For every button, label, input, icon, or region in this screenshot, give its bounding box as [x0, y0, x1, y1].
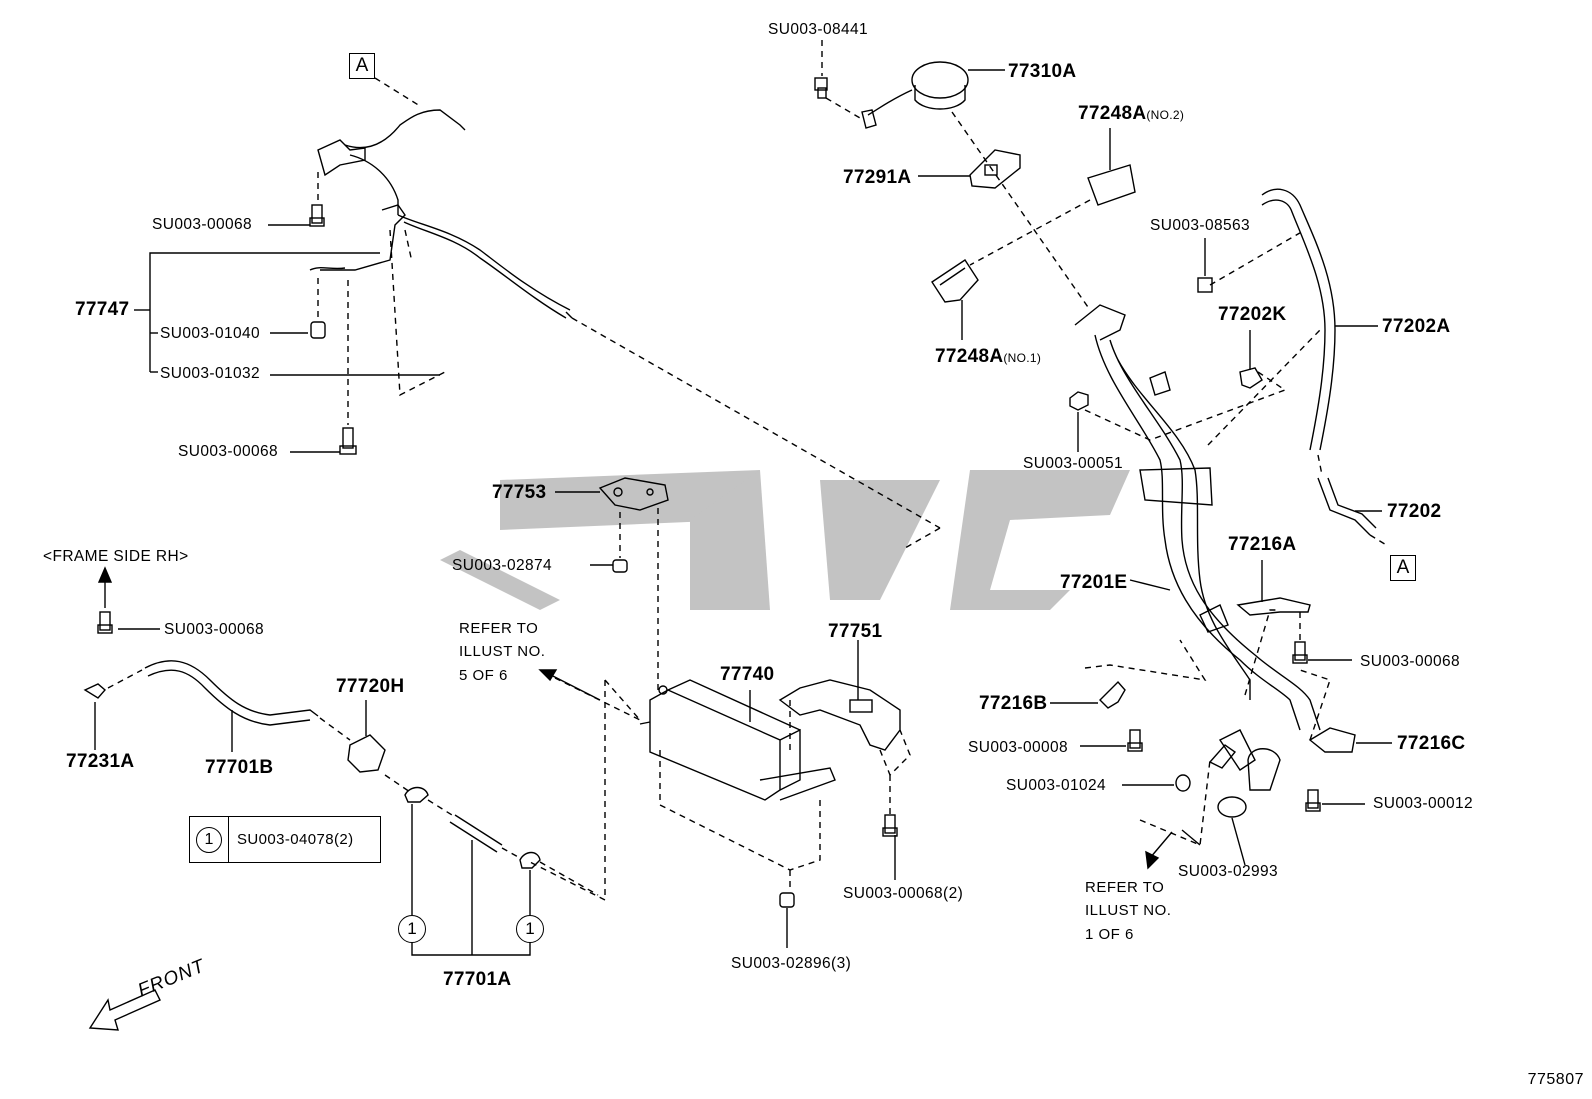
- connector-77231A: [83, 683, 106, 699]
- fastener-label: SU003-00068: [164, 621, 265, 638]
- part-label-77202A: 77202A: [1382, 316, 1451, 337]
- part-label-77202K: 77202K: [1218, 304, 1287, 325]
- fastener-label: SU003-08563: [1150, 217, 1251, 234]
- part-label-77248A-no1: 77248A(NO.1): [935, 346, 1042, 367]
- fastener-label: SU003-02874: [452, 557, 553, 574]
- part-label-77753: 77753: [492, 482, 547, 503]
- nut-icon: [1069, 391, 1089, 411]
- fastener-label: SU003-00068: [178, 443, 279, 460]
- bracket-77216C: [1308, 727, 1356, 753]
- canister-77740: [639, 679, 836, 801]
- legend-circle: 1: [196, 826, 222, 853]
- clip-77202K: [1239, 367, 1263, 389]
- fastener-label: SU003-08441: [768, 21, 869, 38]
- seal-77291A: [969, 149, 1021, 189]
- part-label-77231A: 77231A: [66, 751, 135, 772]
- clamps-lower: [404, 786, 541, 869]
- part-label-77310A: 77310A: [1008, 61, 1077, 82]
- front-arrow-icon: [88, 989, 161, 1031]
- hose-77202A: [1261, 188, 1378, 451]
- fastener-label: SU003-00068: [1360, 653, 1461, 670]
- watermark-logo: [440, 470, 1130, 610]
- part-label-77216B: 77216B: [979, 693, 1048, 714]
- marker-a-top: A: [349, 53, 375, 79]
- label-77248A-no1: [931, 259, 979, 303]
- part-label-77291A: 77291A: [843, 167, 912, 188]
- valve-77720H: [347, 700, 386, 773]
- leaders-solid-left: [134, 224, 440, 453]
- fastener-label: SU003-02993: [1178, 863, 1279, 880]
- circle-marker: 1: [516, 915, 544, 943]
- marker-a-right: A: [1390, 555, 1416, 581]
- part-label-77202: 77202: [1387, 501, 1442, 522]
- hose-clamp-icons: [1175, 744, 1247, 818]
- part-label-77248A-no2: 77248A(NO.2): [1078, 103, 1185, 124]
- part-label-77216C: 77216C: [1397, 733, 1466, 754]
- bracket-77753: [598, 477, 669, 573]
- pipe-77202: [1317, 477, 1377, 536]
- fastener-label: SU003-01024: [1006, 777, 1107, 794]
- refer-note-5-of-6: REFER TO ILLUST NO. 5 OF 6: [459, 620, 546, 684]
- up-arrow-icon: [97, 566, 113, 608]
- label-77248A-no2: [1087, 164, 1136, 206]
- bracket-77751: [778, 679, 901, 751]
- fastener-label: SU003-01032: [160, 365, 261, 382]
- circle-marker: 1: [398, 915, 426, 943]
- fuel-cap-77310A: [861, 61, 969, 129]
- frame-side-note: <FRAME SIDE RH>: [43, 548, 189, 565]
- fastener-label: SU003-00051: [1023, 455, 1124, 472]
- arrow-icon: [1145, 831, 1173, 870]
- part-label-77720H: 77720H: [336, 676, 405, 697]
- hose-77701B: [144, 660, 319, 726]
- fastener-label: SU003-01040: [160, 325, 261, 342]
- part-label-77201E: 77201E: [1060, 572, 1128, 593]
- leaders-top-left: [317, 77, 941, 549]
- part-label-77701B: 77701B: [205, 757, 274, 778]
- legend-box: 1 SU003-04078(2): [189, 816, 381, 863]
- bracket-77216B: [1099, 680, 1126, 709]
- legend-text: SU003-04078(2): [237, 831, 354, 848]
- filler-pipe-77201E: [1074, 304, 1321, 791]
- part-label-77751: 77751: [828, 621, 883, 642]
- fastener-label: SU003-00012: [1373, 795, 1474, 812]
- part-label-77701A: 77701A: [443, 969, 512, 990]
- fastener-label: SU003-02896(3): [731, 955, 852, 972]
- arrow-icon: [538, 669, 601, 701]
- part-label-77747: 77747: [75, 299, 130, 320]
- part-label-77216A: 77216A: [1228, 534, 1297, 555]
- fastener-label: SU003-00068(2): [843, 885, 964, 902]
- fastener-label: SU003-00008: [968, 739, 1069, 756]
- bracket-77216A: [1236, 597, 1311, 616]
- reference-number: 775807: [1527, 1071, 1584, 1088]
- refer-note-1-of-6: REFER TO ILLUST NO. 1 OF 6: [1085, 879, 1172, 943]
- bracket-assembly-77747: [309, 109, 573, 319]
- fastener-label: SU003-00068: [152, 216, 253, 233]
- bolt-icons-left: [97, 204, 357, 634]
- part-label-77740: 77740: [720, 664, 775, 685]
